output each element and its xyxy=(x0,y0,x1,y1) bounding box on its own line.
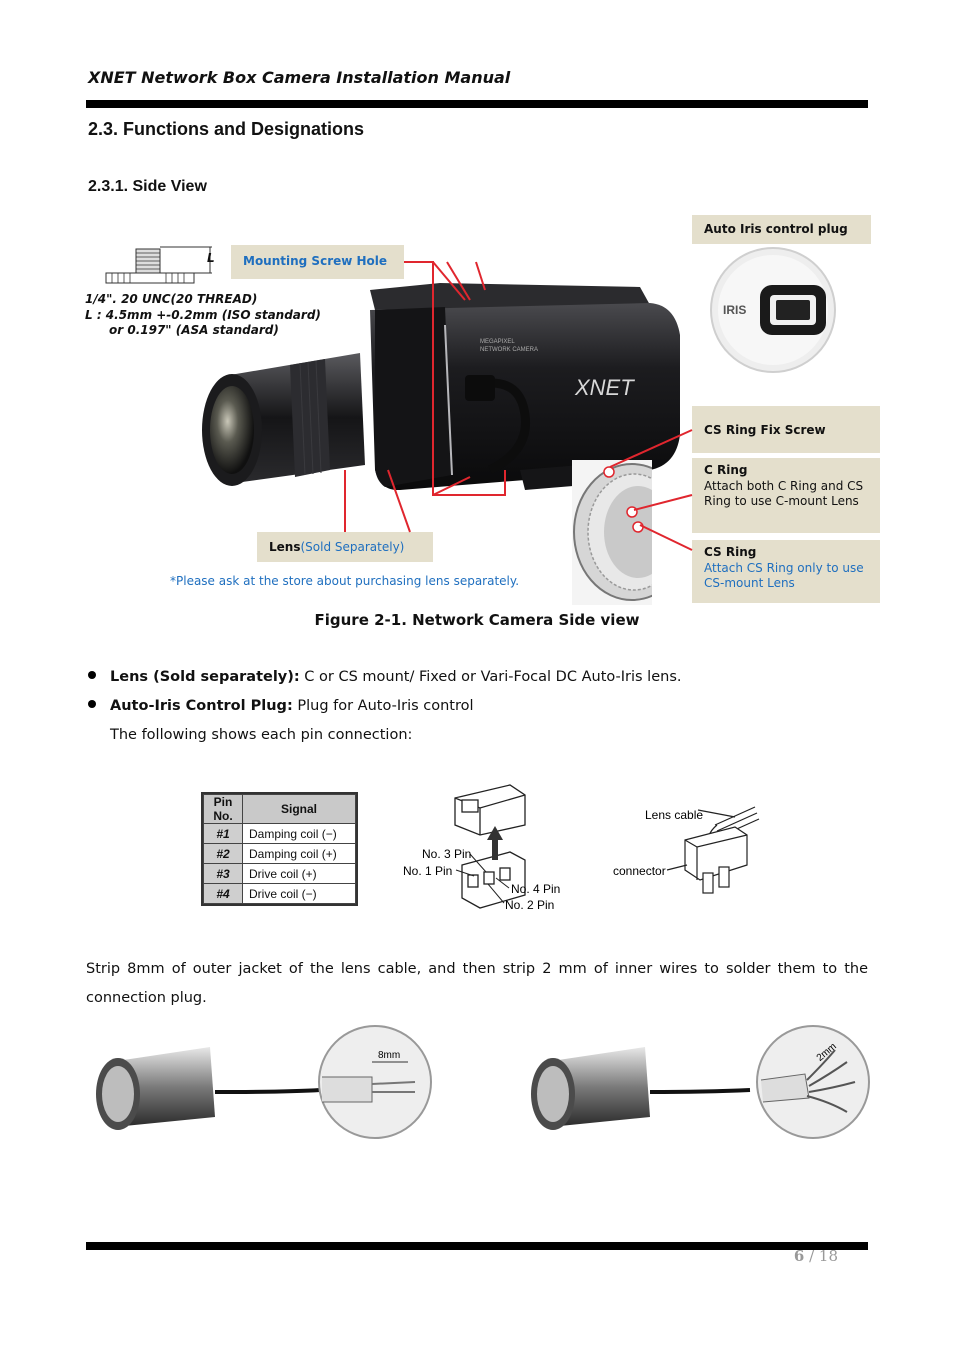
lens-note: (Sold Separately) xyxy=(300,540,405,554)
outer-strip-length: 8mm xyxy=(378,1050,400,1061)
pin-cell: #2 xyxy=(203,843,243,864)
cs-ring-desc: Attach CS Ring only to use CS-mount Lens xyxy=(704,560,864,591)
c-ring-callout: C Ring Attach both C Ring and CS Ring to… xyxy=(692,458,880,533)
section-title: 2.3. Functions and Designations xyxy=(88,119,365,139)
table-row: #3 Drive coil (+) xyxy=(203,863,356,884)
side-view-figure: L Mounting Screw Hole 1/4". 20 UNC(20 TH… xyxy=(0,205,954,605)
bullet-dot xyxy=(88,671,96,679)
lens-callout: Lens(Sold Separately) xyxy=(257,532,433,562)
bullet-auto-iris-label: Auto-Iris Control Plug: xyxy=(110,698,293,714)
signal-cell: Damping coil (−) xyxy=(242,823,356,844)
length-asa: or 0.197" (ASA standard) xyxy=(109,323,279,337)
bullet-dot xyxy=(88,700,96,708)
length-iso: L : 4.5mm +-0.2mm (ISO standard) xyxy=(85,308,321,322)
body-text-2: NETWORK CAMERA xyxy=(480,347,538,353)
cs-ring-title: CS Ring xyxy=(704,545,757,559)
bullet-lens: Lens (Sold separately): C or CS mount/ F… xyxy=(88,669,681,685)
pin-cell: #4 xyxy=(203,883,243,904)
signal-cell: Damping coil (+) xyxy=(242,843,356,864)
brand-logo: XNET xyxy=(574,375,635,400)
page-number: 6 / 18 xyxy=(794,1247,838,1265)
inner-wire-strip-figure: 2mm xyxy=(531,1025,870,1139)
signal-cell: Drive coil (+) xyxy=(242,863,356,884)
bullet-auto-iris-text: Plug for Auto-Iris control xyxy=(292,698,474,714)
subsection-title: 2.3.1. Side View xyxy=(88,178,207,195)
cs-ring-callout: CS Ring Attach CS Ring only to use CS-mo… xyxy=(692,540,880,603)
header-rule xyxy=(86,100,868,108)
pin1-label: No. 1 Pin xyxy=(403,864,452,878)
pin3-label: No. 3 Pin xyxy=(422,847,471,861)
total-pages: 18 xyxy=(818,1247,838,1265)
pin-header: Pin No. xyxy=(203,794,243,824)
screw-diagram xyxy=(105,246,212,284)
bullet-auto-iris: Auto-Iris Control Plug: Plug for Auto-Ir… xyxy=(88,698,474,714)
body-text-1: MEGAPIXEL xyxy=(480,339,515,345)
pin-intro: The following shows each pin connection: xyxy=(110,727,413,743)
pin-table-header: Pin No. Signal xyxy=(203,794,356,824)
signal-cell: Drive coil (−) xyxy=(242,883,356,904)
pointer-lines xyxy=(344,261,693,551)
header-title: XNET Network Box Camera Installation Man… xyxy=(88,68,511,87)
page-separator: / xyxy=(804,1247,819,1265)
pin2-label: No. 2 Pin xyxy=(505,898,554,912)
table-row: #1 Damping coil (−) xyxy=(203,823,356,844)
cs-ring-fix-label: CS Ring Fix Screw xyxy=(692,406,880,453)
purchase-note: *Please ask at the store about purchasin… xyxy=(170,574,520,588)
current-page: 6 xyxy=(793,1247,805,1265)
signal-header: Signal xyxy=(242,794,356,824)
screw-dim-label: L xyxy=(207,251,215,265)
iris-text: IRIS xyxy=(723,303,746,317)
pin-table: Pin No. Signal #1 Damping coil (−) #2 Da… xyxy=(201,792,358,906)
ring-inset xyxy=(572,460,652,605)
pin-cell: #3 xyxy=(203,863,243,884)
table-row: #2 Damping coil (+) xyxy=(203,843,356,864)
pin-connector-diagram: No. 3 Pin No. 1 Pin No. 4 Pin No. 2 Pin xyxy=(403,784,560,912)
thread-spec: 1/4". 20 UNC(20 THREAD) xyxy=(85,292,258,306)
connector-label: connector xyxy=(613,864,666,878)
lens-label: Lens xyxy=(269,540,301,554)
lens-cable-label: Lens cable xyxy=(645,808,703,822)
footer-rule xyxy=(86,1242,868,1250)
c-ring-desc: Attach both C Ring and CS Ring to use C-… xyxy=(704,478,864,509)
bullet-lens-text: C or CS mount/ Fixed or Vari-Focal DC Au… xyxy=(299,669,682,685)
iris-plug-inset: IRIS xyxy=(710,247,836,373)
pin-cell: #1 xyxy=(203,823,243,844)
c-ring-title: C Ring xyxy=(704,463,748,477)
figure-caption: Figure 2-1. Network Camera Side view xyxy=(314,611,640,629)
strip-instructions: Strip 8mm of outer jacket of the lens ca… xyxy=(86,961,868,1006)
mounting-hole-label: Mounting Screw Hole xyxy=(231,245,404,279)
outer-jacket-strip-figure: 8mm xyxy=(96,1025,432,1139)
table-row: #4 Drive coil (−) xyxy=(203,883,356,904)
cable-connector-diagram: Lens cable connector xyxy=(613,806,760,894)
bullet-lens-label: Lens (Sold separately): xyxy=(110,669,300,685)
pin4-label: No. 4 Pin xyxy=(511,882,560,896)
auto-iris-label: Auto Iris control plug xyxy=(692,215,871,244)
